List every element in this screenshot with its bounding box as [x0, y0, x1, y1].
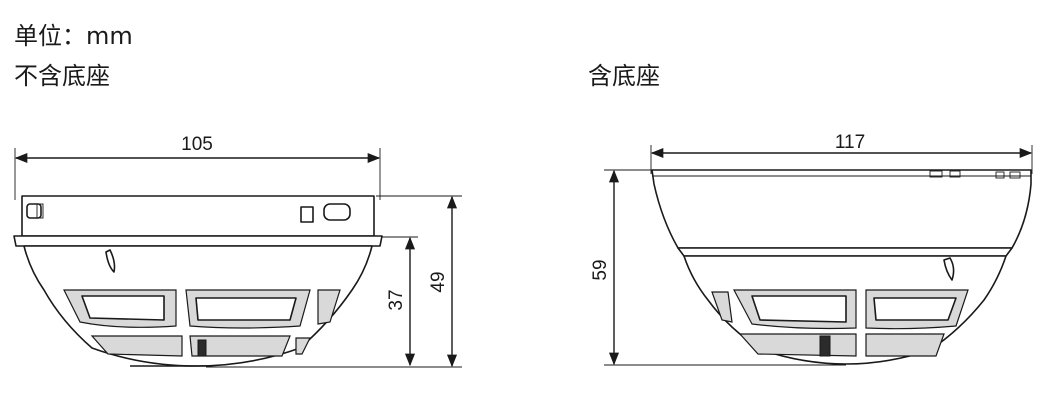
detector-without-base: 105 37 49: [13, 134, 462, 368]
vent-opening-lower: [865, 333, 945, 357]
vent-opening-lower: [189, 335, 291, 357]
base-detail: [995, 171, 1005, 179]
base-detail: [1009, 171, 1021, 179]
title-without-base: 不含底座: [14, 62, 110, 90]
vent-opening-lower: [295, 337, 311, 355]
height-dimension-59-value: 59: [590, 259, 611, 280]
latch-tab-right: [323, 203, 351, 221]
latch-tab-left: [26, 203, 42, 219]
detector-flange: [13, 235, 383, 247]
body-notch: [105, 249, 116, 273]
vent-opening-lower: [738, 333, 857, 357]
body-notch: [943, 257, 955, 281]
vent-opening: [317, 289, 341, 325]
vent-inner: [873, 297, 957, 321]
mounting-base: [651, 169, 1032, 249]
base-detail: [929, 170, 943, 178]
vent-rib: [197, 339, 207, 357]
base-detail: [949, 170, 961, 178]
vent-inner: [81, 295, 165, 321]
detector-top-block: [21, 195, 375, 237]
detector-flange: [677, 247, 1013, 257]
width-dimension-value: 117: [835, 132, 865, 153]
width-dimension-value: 105: [181, 134, 213, 155]
vent-inner: [751, 295, 847, 323]
latch-tab-right-small: [300, 206, 314, 223]
unit-label: 单位：mm: [14, 22, 133, 50]
title-with-base: 含底座: [588, 62, 660, 90]
vent-opening-side: [711, 291, 733, 323]
vent-rib: [819, 335, 831, 357]
height-dimension-37-value: 37: [386, 289, 407, 310]
detector-with-base: 117 59: [590, 132, 1033, 366]
vent-opening-lower: [90, 335, 183, 357]
vent-inner: [195, 297, 297, 321]
height-dimension-49-value: 49: [428, 271, 449, 292]
latch-tab-left-detail: [36, 203, 44, 219]
